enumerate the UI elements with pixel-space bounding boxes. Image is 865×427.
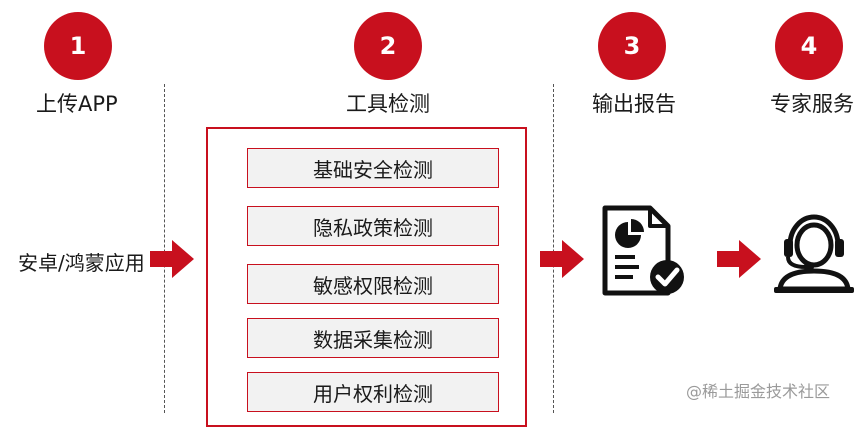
tool-privacy-policy: 隐私政策检测 <box>247 206 499 246</box>
watermark: @稀土掘金技术社区 <box>686 382 831 401</box>
step-2-number: 2 <box>379 32 397 60</box>
separator-right <box>553 84 554 413</box>
step-4-title: 专家服务 <box>770 92 854 116</box>
report-document-icon <box>602 205 684 296</box>
tool-basic-security: 基础安全检测 <box>247 148 499 188</box>
right-arrow-icon <box>540 240 584 278</box>
tool-user-rights: 用户权利检测 <box>247 372 499 412</box>
headset-support-icon <box>774 214 854 293</box>
step-3-number: 3 <box>623 32 641 60</box>
separator-left <box>164 84 165 413</box>
step-3-circle: 3 <box>598 12 666 80</box>
right-arrow-icon <box>150 240 194 278</box>
step-1-title: 上传APP <box>36 92 118 116</box>
right-arrow-icon <box>717 240 761 278</box>
step-1-number: 1 <box>69 32 87 60</box>
step-4-circle: 4 <box>775 12 843 80</box>
step-3-title: 输出报告 <box>592 92 676 116</box>
step-2-circle: 2 <box>354 12 422 80</box>
step-1-circle: 1 <box>44 12 112 80</box>
source-app-label: 安卓/鸿蒙应用 <box>18 251 145 275</box>
step-2-title: 工具检测 <box>346 92 430 116</box>
tool-data-collection: 数据采集检测 <box>247 318 499 358</box>
step-4-number: 4 <box>800 32 818 60</box>
tool-sensitive-permissions: 敏感权限检测 <box>247 264 499 304</box>
